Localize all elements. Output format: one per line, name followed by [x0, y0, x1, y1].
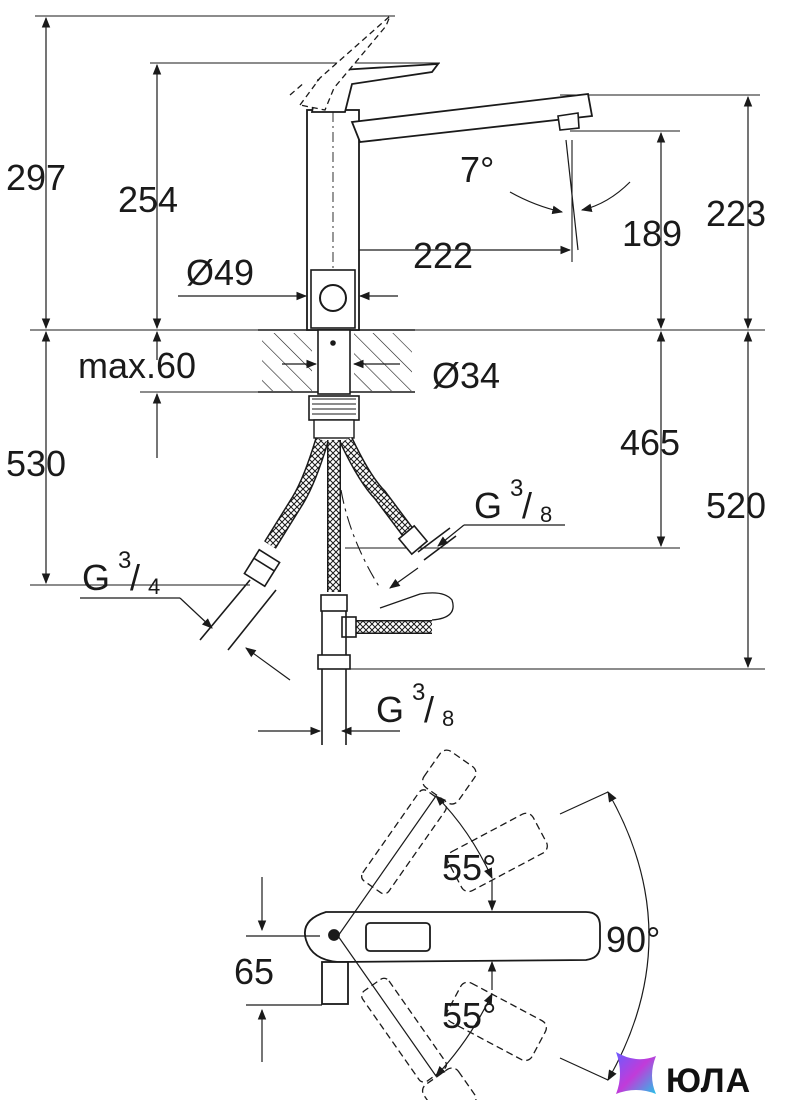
svg-text:/: / [130, 557, 140, 598]
svg-text:3: 3 [412, 679, 425, 706]
thread-leaders [80, 524, 565, 681]
angle-lines [246, 791, 650, 1081]
dim-angle-55-lower: 55° [442, 995, 496, 1036]
supply-hoses [264, 436, 454, 634]
dim-465: 465 [620, 422, 680, 463]
thread-label-right-hose: G 3 / 8 [474, 475, 552, 527]
dim-254: 254 [118, 179, 178, 220]
dim-angle-7: 7° [460, 149, 494, 190]
angle-7-indicator [509, 139, 631, 251]
supply-pipes [199, 527, 457, 745]
youla-logo-icon [616, 1052, 656, 1094]
thread-label-left-hose: G 3 / 4 [82, 547, 160, 599]
lever-handle [289, 15, 440, 113]
svg-text:G: G [376, 689, 404, 730]
dim-65: 65 [234, 951, 274, 992]
dim-angle-90: 90° [606, 919, 660, 960]
lever-top-solid [304, 911, 601, 1005]
spout [350, 93, 594, 143]
top-view [246, 749, 650, 1100]
dim-222: 222 [413, 235, 473, 276]
dim-diameter-49: Ø49 [186, 252, 254, 293]
svg-text:/: / [424, 689, 434, 730]
dim-223: 223 [706, 193, 766, 234]
thread-label-bottom-hose: G 3 / 8 [376, 679, 454, 731]
side-view-labels: 297 254 7° 189 223 222 Ø49 max.60 Ø34 53… [6, 149, 766, 731]
svg-text:8: 8 [540, 502, 552, 527]
dim-520: 520 [706, 485, 766, 526]
side-view [30, 15, 765, 745]
svg-text:G: G [82, 557, 110, 598]
dimension-lines [41, 16, 753, 736]
svg-text:8: 8 [442, 706, 454, 731]
dim-297: 297 [6, 157, 66, 198]
dim-angle-55-upper: 55° [442, 847, 496, 888]
dim-max-60: max.60 [78, 345, 196, 386]
svg-text:3: 3 [118, 547, 131, 574]
svg-text:G: G [474, 485, 502, 526]
youla-watermark: ЮЛА [616, 1052, 751, 1100]
svg-text:4: 4 [148, 574, 160, 599]
svg-text:3: 3 [510, 475, 523, 502]
top-view-labels: 55° 55° 90° 65 [234, 847, 660, 1036]
dim-189: 189 [622, 213, 682, 254]
faucet-body [306, 109, 360, 439]
svg-text:/: / [522, 485, 532, 526]
countertop-section [258, 329, 415, 393]
dim-diameter-34: Ø34 [432, 355, 500, 396]
dim-530: 530 [6, 443, 66, 484]
youla-wordmark: ЮЛА [666, 1062, 751, 1100]
